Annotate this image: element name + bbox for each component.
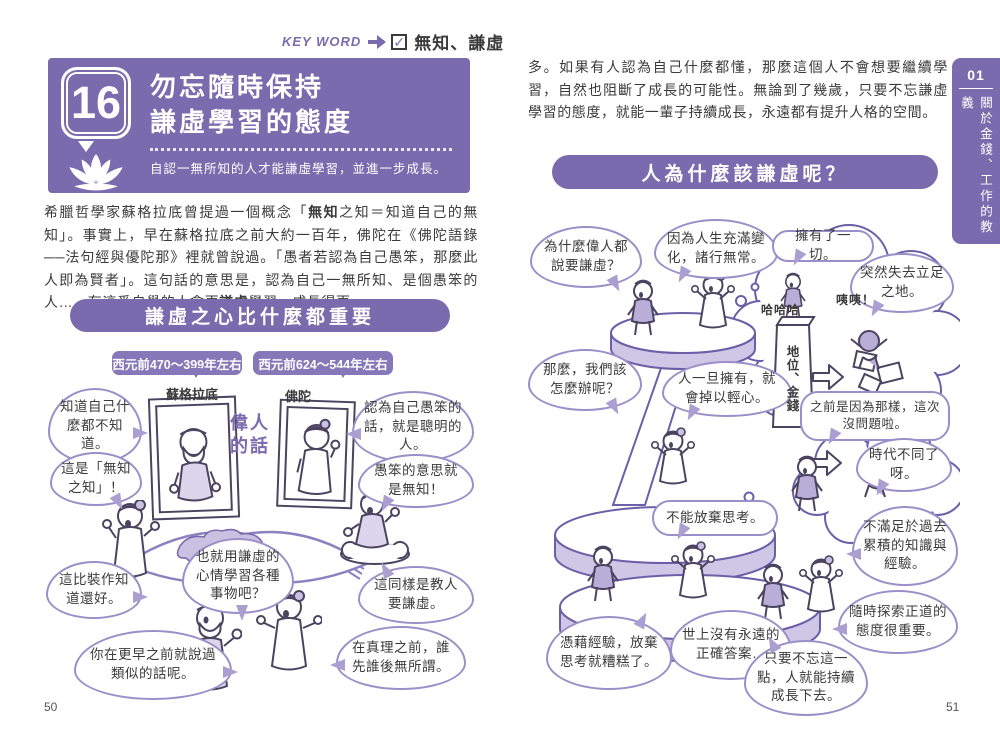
intro-paragraph: 希臘哲學家蘇格拉底曾提過一個概念「無知之知＝知道自己的無知」。事實上，早在蘇格拉… bbox=[44, 204, 479, 310]
arrow-right-icon bbox=[368, 34, 387, 49]
lesson-number-badge: 16 bbox=[61, 67, 131, 139]
speech-bubble: 之前是因為那樣，這次沒問題啦。 bbox=[800, 391, 950, 441]
chapter-rule bbox=[959, 88, 993, 89]
speech-bubble: 不能放棄思考。 bbox=[652, 500, 778, 536]
speech-bubble: 因為人生充滿變化，諸行無常。 bbox=[654, 219, 778, 279]
chapter-title: 關於金錢、工作的教義 bbox=[959, 96, 992, 236]
lesson-title-block: 16 勿忘隨時保持 謙虛學習的態度 自認一無所知的人才能謙虛學習，並進一步成長。 bbox=[48, 58, 470, 193]
speech-bubble: 突然失去立足之地。 bbox=[850, 253, 954, 313]
chapter-tab: 01 關於金錢、工作的教義 bbox=[952, 58, 1000, 244]
section-banner-right: 人為什麼該謙虛呢？ bbox=[552, 155, 938, 189]
keyword-label: KEY WORD bbox=[282, 34, 362, 49]
lotus-icon bbox=[69, 153, 123, 191]
speech-bubble: 不滿足於過去累積的知識與經驗。 bbox=[846, 506, 958, 586]
speech-bubble: 認為自己愚笨的話，就是聰明的人。 bbox=[346, 391, 474, 463]
speech-bubble: 隨時探索正道的態度很重要。 bbox=[832, 590, 958, 654]
speech-bubble: 你在更早之前就說過類似的話呢。 bbox=[74, 630, 238, 700]
portrait-buddha bbox=[276, 398, 356, 510]
page-number-left: 50 bbox=[44, 700, 58, 714]
speech-bubble: 愚笨的意思就是無知！ bbox=[358, 454, 474, 508]
chapter-number: 01 bbox=[967, 67, 985, 83]
speech-bubble: 憑藉經驗，放棄思考就糟糕了。 bbox=[546, 616, 672, 690]
keyword-text: 無知、謙虛 bbox=[414, 34, 505, 53]
portrait-socrates-inner bbox=[155, 402, 233, 514]
speech-bubble: 時代不同了呀。 bbox=[856, 438, 952, 492]
figure-buddha-on-cloud bbox=[340, 486, 410, 565]
title-divider bbox=[150, 148, 452, 151]
speech-bubble: 擁有了一切。 bbox=[772, 228, 874, 262]
speech-bubble: 這同樣是教人要謙虛。 bbox=[358, 566, 474, 624]
body-paragraph-right: 多。如果有人認為自己什麼都懂，那麼這個人不會想要繼續學習，自然也阻斷了成長的可能… bbox=[528, 59, 948, 120]
page-number-right: 51 bbox=[946, 700, 960, 714]
speech-bubble: 在真理之前，誰先誰後無所謂。 bbox=[330, 626, 466, 690]
badge-tail bbox=[78, 141, 94, 160]
lesson-title-line2: 謙虛學習的態度 bbox=[150, 107, 354, 137]
socrates-illustration bbox=[169, 428, 222, 502]
speech-bubble: 只要不忘這一點，人就能持續成長下去。 bbox=[744, 640, 868, 716]
speech-bubble: 也就用謙虛的心情學習各種事物吧？ bbox=[182, 538, 294, 621]
speech-bubble: 這比裝作知道還好。 bbox=[46, 561, 148, 619]
speech-bubble: 那麼，我們該怎麼辦呢？ bbox=[528, 349, 642, 411]
great-people-label: 偉人 的話 bbox=[228, 412, 272, 458]
name-label-socrates: 蘇格拉底 bbox=[165, 387, 218, 402]
checkbox-checked-icon: ✓ bbox=[391, 33, 408, 50]
speech-bubble: 這是「無知之知」！ bbox=[50, 452, 142, 506]
date-chip-buddha: 西元前624～544年左右 bbox=[253, 351, 393, 378]
section-banner-left: 謙虛之心比什麼都重要 bbox=[70, 299, 450, 332]
great-people-label-line1: 偉人 bbox=[230, 413, 270, 433]
laugh-text: 哈哈哈 bbox=[761, 303, 801, 317]
lesson-subtitle: 自認一無所知的人才能謙虛學習，並進一步成長。 bbox=[150, 162, 448, 176]
portrait-socrates bbox=[147, 395, 241, 521]
date-chip-socrates: 西元前470～399年左右 bbox=[112, 351, 242, 378]
speech-bubble: 人一旦擁有，就會掉以輕心。 bbox=[662, 361, 792, 417]
keyword-header: KEY WORD ✓ 無知、謙虛 bbox=[282, 29, 504, 54]
buddha-illustration bbox=[296, 418, 341, 495]
pillar-label: 地位、金錢 bbox=[784, 345, 799, 413]
lesson-title-line1: 勿忘隨時保持 bbox=[150, 72, 325, 102]
great-people-label-line2: 的話 bbox=[230, 436, 270, 456]
name-label-buddha: 佛陀 bbox=[284, 389, 311, 404]
lesson-title: 勿忘隨時保持 謙虛學習的態度 bbox=[150, 70, 353, 140]
speech-bubble: 為什麼偉人都說要謙虛？ bbox=[530, 226, 642, 288]
cry-text: 咦咦！ bbox=[836, 293, 876, 307]
portrait-buddha-inner bbox=[283, 405, 349, 503]
